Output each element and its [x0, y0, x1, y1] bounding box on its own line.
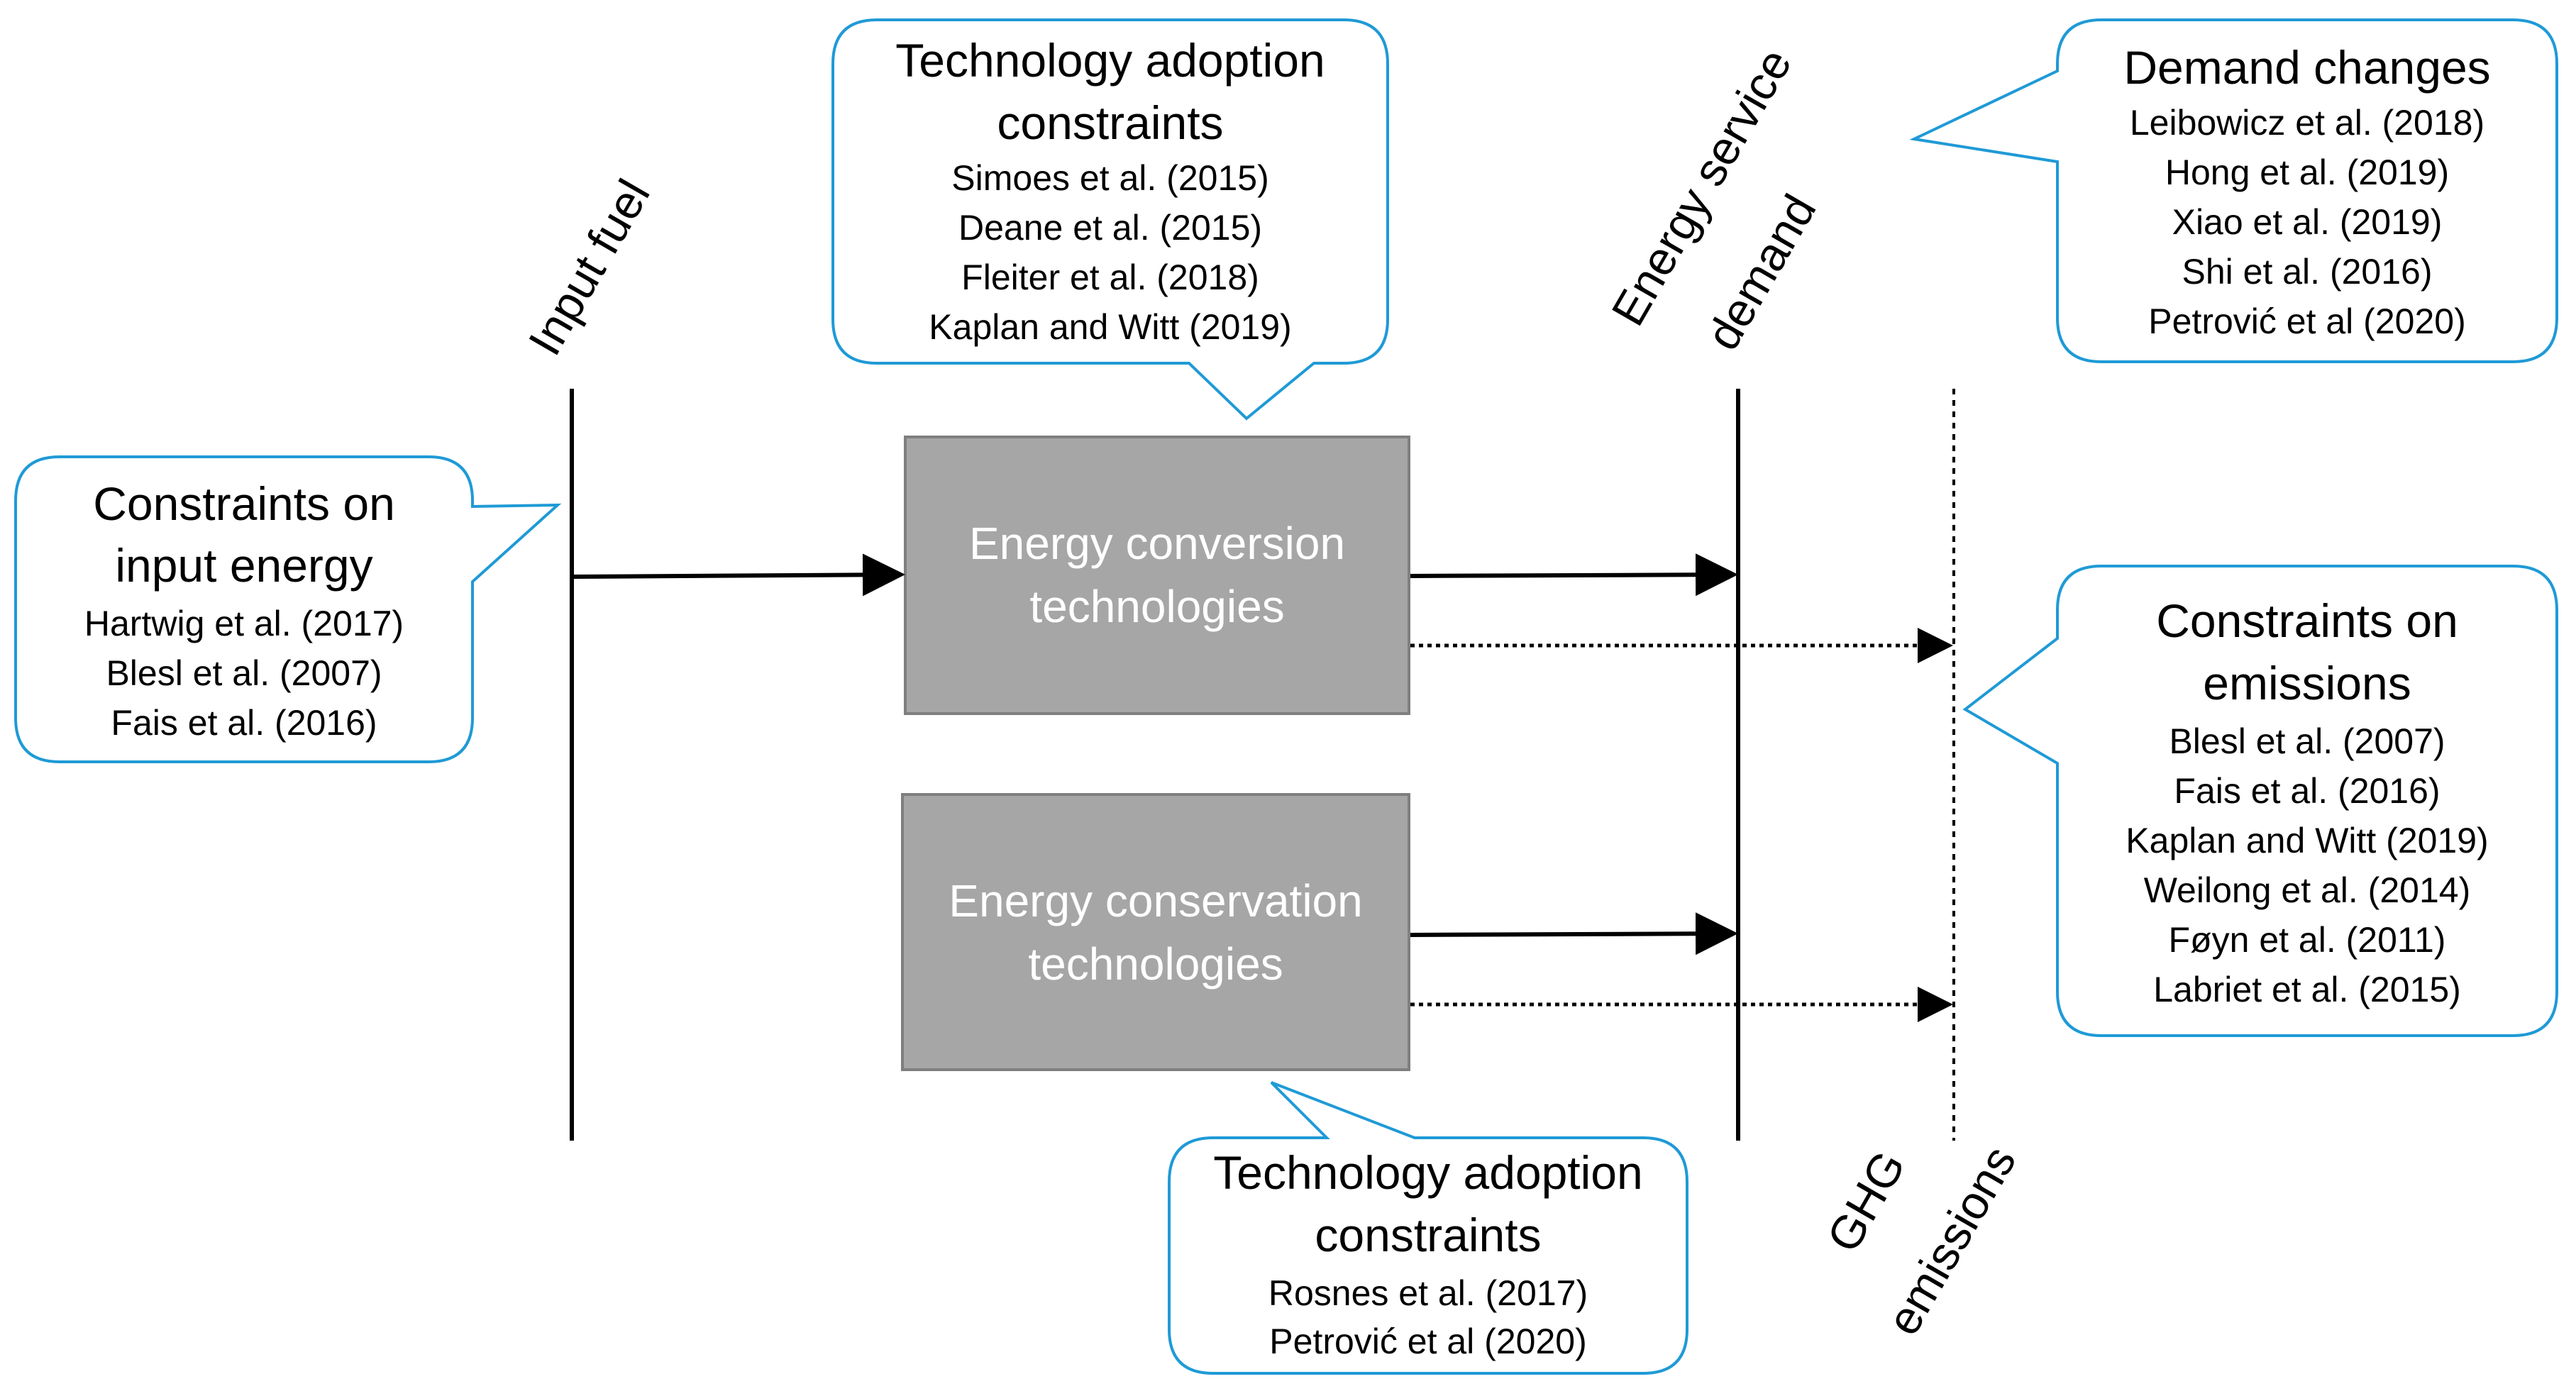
adoption-bottom-ref: Rosnes et al. (2017) [1268, 1273, 1588, 1313]
input-fuel-label: Input fuel [518, 170, 660, 363]
energy-conservation-label-line1: Energy conservation [949, 875, 1362, 926]
demand-ref: Shi et al. (2016) [2182, 252, 2433, 292]
energy-conversion-label-line1: Energy conversion [969, 518, 1345, 569]
emissions-ref: Føyn et al. (2011) [2169, 920, 2446, 960]
callout-adoption-top: Technology adoption constraints Simoes e… [831, 18, 1389, 421]
emissions-ref: Fais et al. (2016) [2174, 771, 2440, 811]
adoption-bottom-title-line2: constraints [1315, 1209, 1541, 1261]
adoption-top-ref: Kaplan and Witt (2019) [929, 307, 1291, 347]
demand-ref: Leibowicz et al. (2018) [2130, 103, 2484, 143]
energy-conservation-box: Energy conservation technologies [901, 793, 1410, 1071]
input-energy-ref: Hartwig et al. (2017) [84, 604, 404, 643]
adoption-bottom-ref: Petrović et al (2020) [1269, 1322, 1586, 1361]
energy-conversion-box: Energy conversion technologies [904, 436, 1410, 715]
callout-emissions: Constraints on emissions Blesl et al. (2… [1962, 565, 2558, 1037]
emissions-ref: Blesl et al. (2007) [2169, 721, 2445, 761]
energy-conservation-label-line2: technologies [1028, 938, 1283, 990]
demand-ref: Xiao et al. (2019) [2172, 202, 2443, 242]
adoption-top-ref: Fleiter et al. (2018) [961, 257, 1259, 297]
arrow-conservation-to-demand [1410, 912, 1738, 955]
arrow-conversion-to-demand [1410, 553, 1738, 597]
emissions-title-line1: Constraints on [2156, 594, 2458, 647]
ghg-label-line1: GHG [1816, 1142, 1915, 1261]
emissions-ref: Labriet et al. (2015) [2153, 970, 2461, 1009]
callout-adoption-bottom: Technology adoption constraints Rosnes e… [1168, 1081, 1688, 1375]
demand-title: Demand changes [2123, 41, 2490, 94]
demand-ref: Petrović et al (2020) [2148, 301, 2465, 341]
adoption-top-ref: Simoes et al. (2015) [951, 158, 1268, 198]
adoption-top-title-line1: Technology adoption [895, 34, 1325, 87]
callout-input-energy: Constraints on input energy Hartwig et a… [14, 455, 562, 763]
arrow-input-to-conversion [573, 553, 905, 597]
adoption-top-ref: Deane et al. (2015) [958, 208, 1262, 248]
demand-ref: Hong et al. (2019) [2165, 153, 2449, 192]
adoption-top-title-line2: constraints [997, 96, 1223, 149]
energy-conversion-label-line2: technologies [1029, 581, 1284, 632]
input-energy-title-line2: input energy [115, 539, 372, 592]
emissions-ref: Kaplan and Witt (2019) [2126, 821, 2488, 860]
callout-demand-changes: Demand changes Leibowicz et al. (2018) H… [1909, 18, 2558, 363]
input-energy-title-line1: Constraints on [93, 477, 395, 530]
adoption-bottom-title-line1: Technology adoption [1213, 1146, 1642, 1199]
emissions-ref: Weilong et al. (2014) [2144, 870, 2470, 910]
emissions-title-line2: emissions [2203, 657, 2411, 709]
input-energy-ref: Fais et al. (2016) [111, 703, 377, 743]
input-energy-ref: Blesl et al. (2007) [106, 653, 382, 693]
